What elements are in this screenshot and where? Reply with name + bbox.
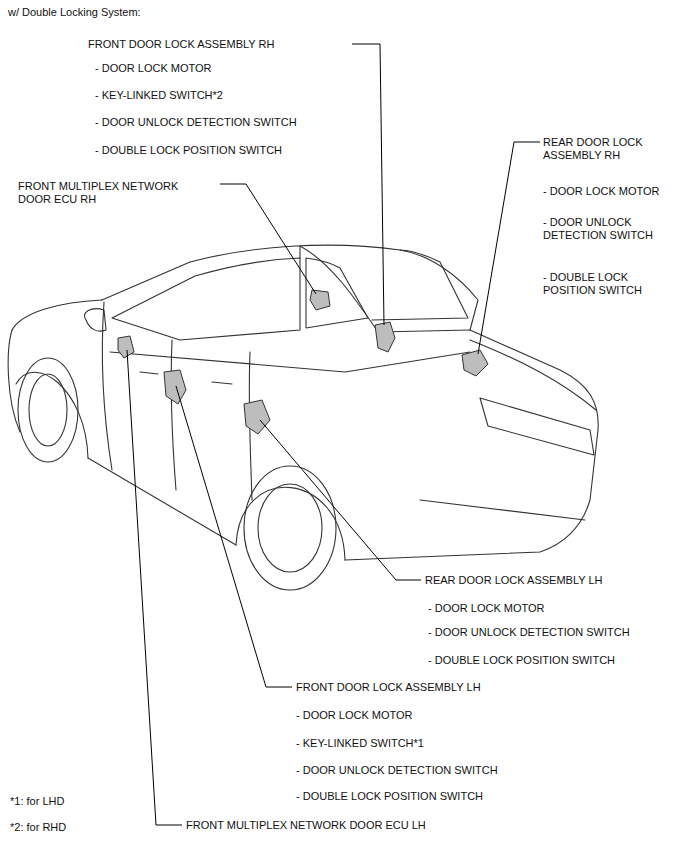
component-item: - DOOR LOCK MOTOR (296, 709, 413, 722)
part-name: REAR DOOR LOCK ASSEMBLY LH (425, 574, 602, 587)
component-item: - DOUBLE LOCK POSITION SWITCH (95, 144, 282, 157)
part-name: FRONT DOOR LOCK ASSEMBLY RH (88, 38, 274, 51)
part-name: FRONT DOOR LOCK ASSEMBLY LH (296, 681, 481, 694)
component-item: - DOOR UNLOCK DETECTION SWITCH (95, 116, 297, 129)
component-item: - DOOR LOCK MOTOR (543, 185, 660, 198)
component-item: - KEY-LINKED SWITCH*2 (95, 89, 223, 102)
heading: w/ Double Locking System: (8, 6, 141, 19)
component-item: - DOOR LOCK MOTOR (95, 62, 212, 75)
part-name: FRONT MULTIPLEX NETWORK DOOR ECU LH (186, 819, 426, 832)
component-item: - DOOR LOCK MOTOR (428, 602, 545, 615)
part-name: FRONT MULTIPLEX NETWORK DOOR ECU RH (18, 180, 198, 206)
component-item: - DOUBLE LOCK POSITION SWITCH (296, 790, 483, 803)
component-item: - DOOR UNLOCK DETECTION SWITCH (296, 764, 498, 777)
component-item: - DOOR UNLOCK DETECTION SWITCH (428, 626, 630, 639)
component-item: - KEY-LINKED SWITCH*1 (296, 737, 424, 750)
footnote: *1: for LHD (10, 795, 64, 808)
component-item: - DOUBLE LOCK POSITION SWITCH (428, 654, 615, 667)
component-item: - DOOR UNLOCK DETECTION SWITCH (543, 216, 668, 242)
footnote: *2: for RHD (10, 821, 66, 834)
part-name: REAR DOOR LOCK ASSEMBLY RH (543, 136, 643, 162)
component-item: - DOUBLE LOCK POSITION SWITCH (543, 271, 668, 297)
